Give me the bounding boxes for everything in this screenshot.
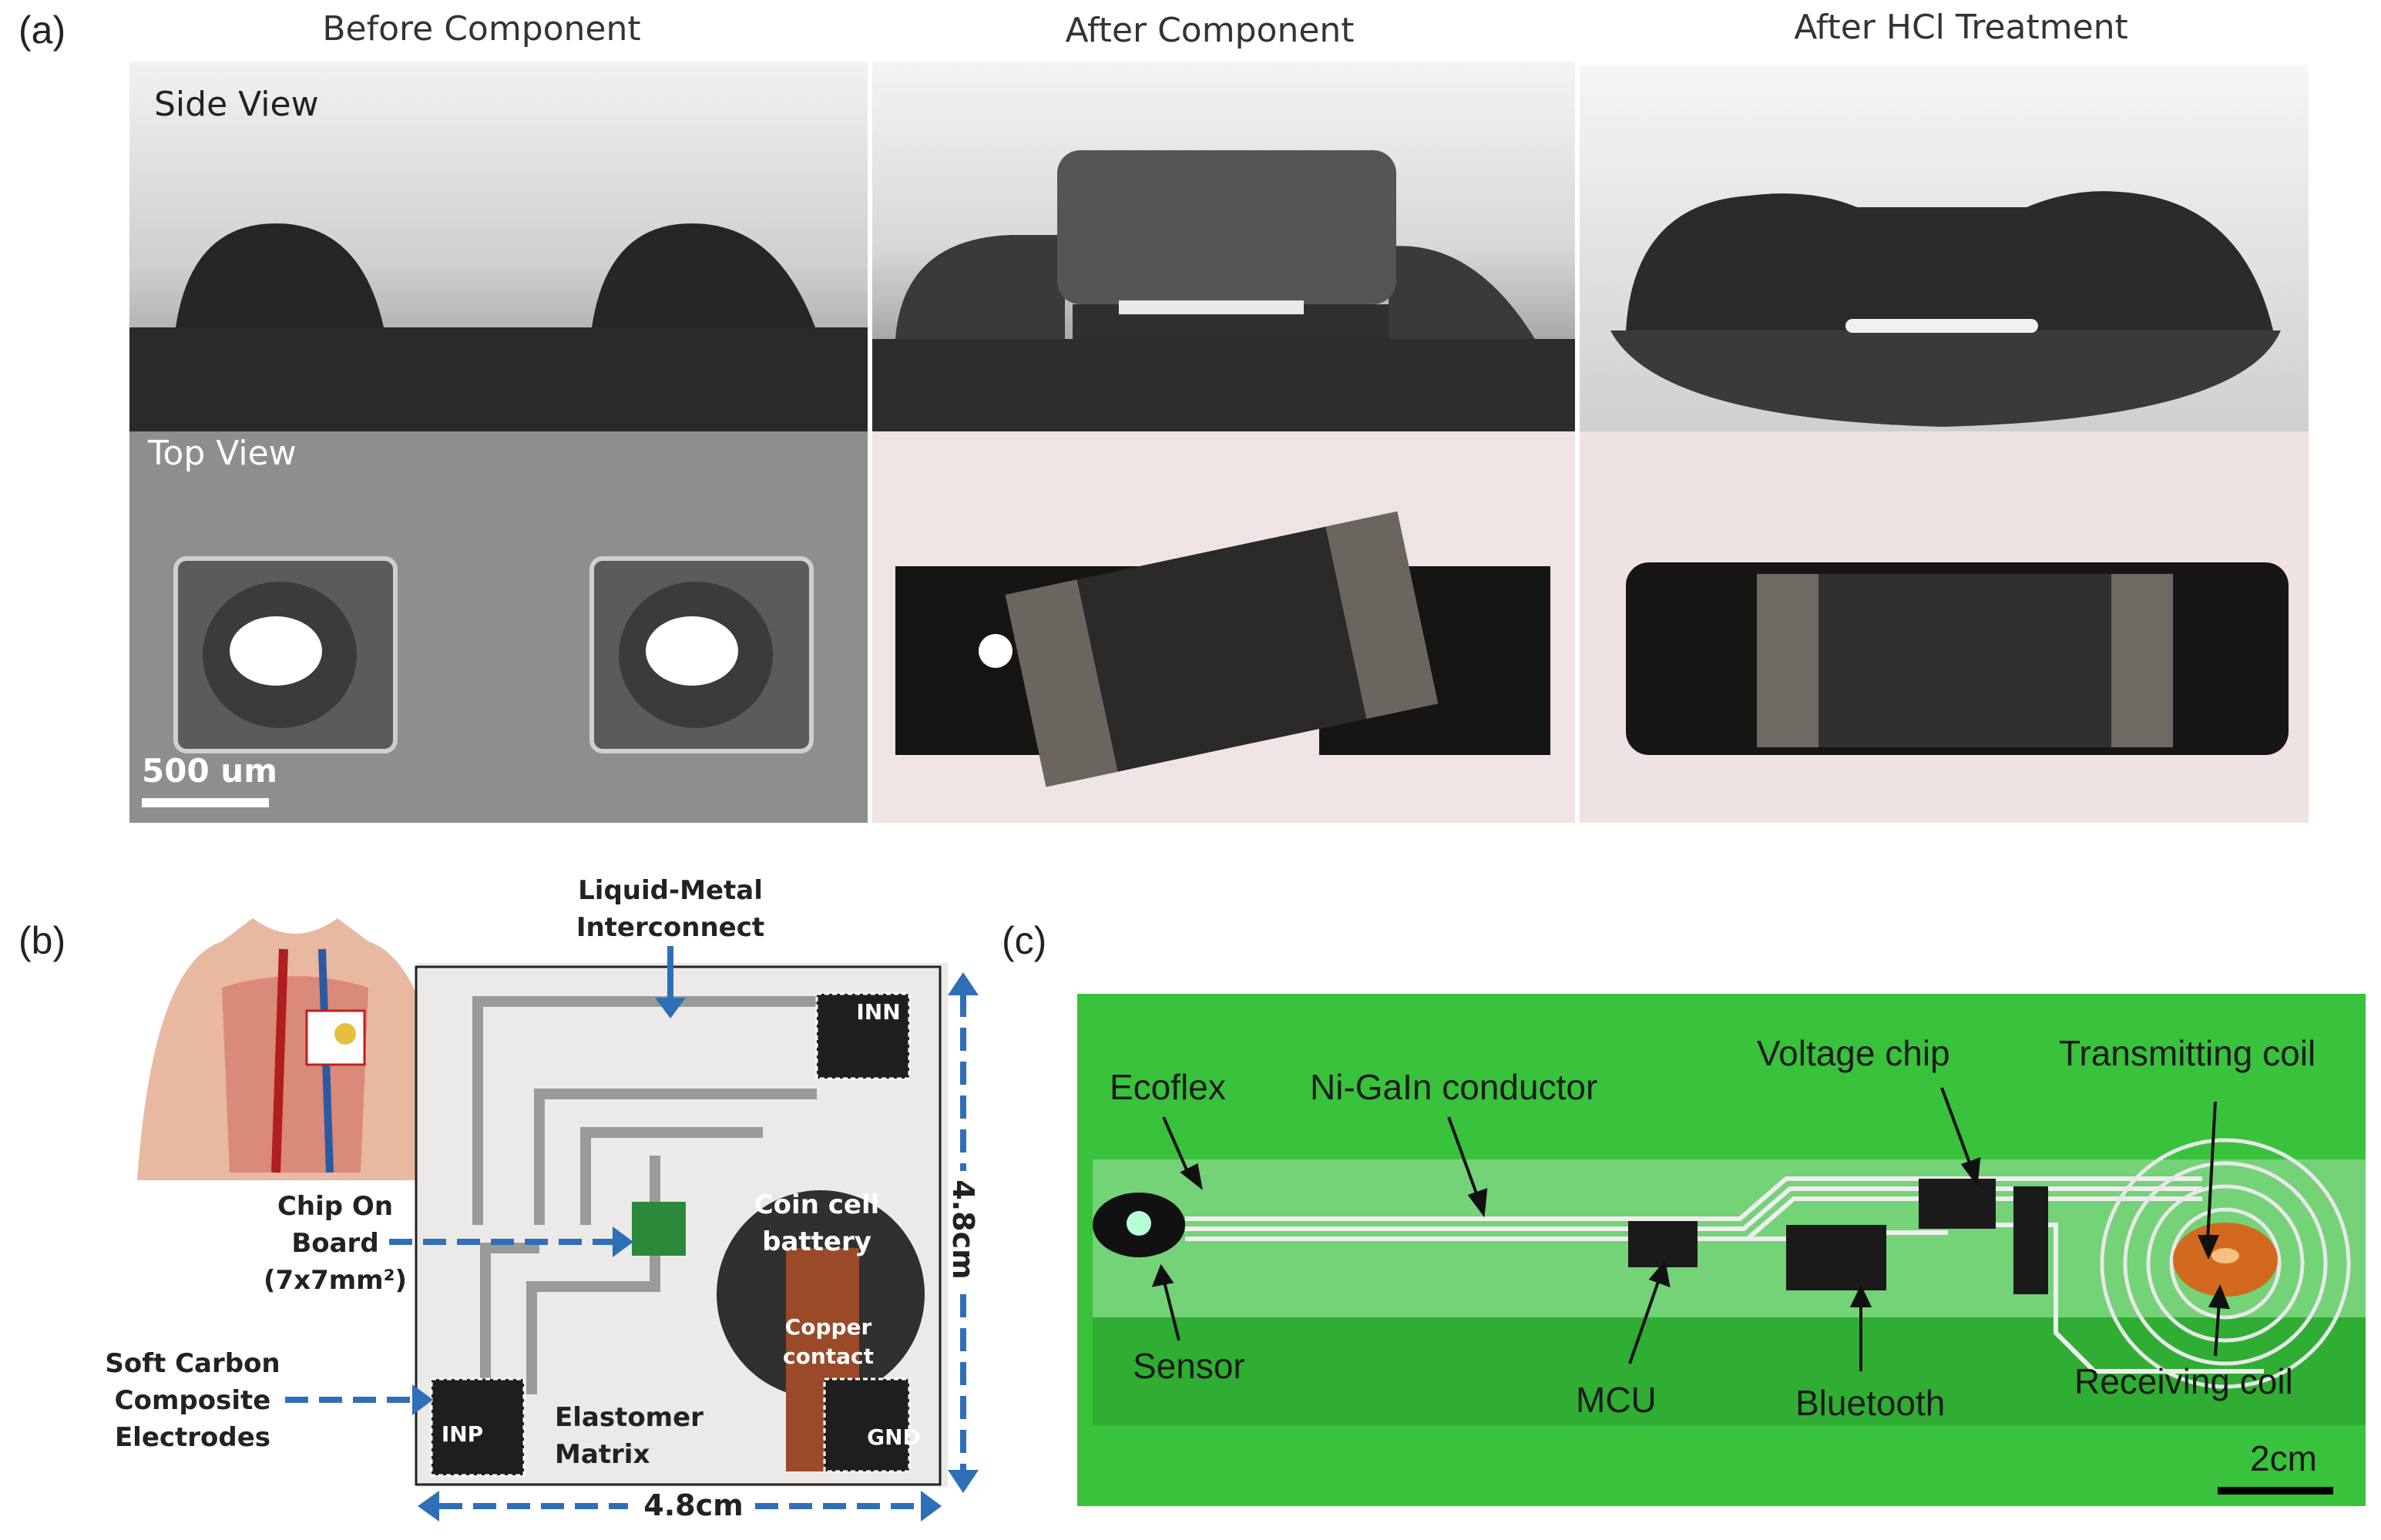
panel-c-label: (c) (1002, 919, 1047, 962)
inp-label: INP (441, 1421, 484, 1447)
top-view-hcl-image (1580, 431, 2309, 823)
top-view-before-image (129, 431, 868, 823)
inn-label: INN (856, 999, 901, 1025)
top-view-label: Top View (148, 434, 297, 473)
column-title-after: After Component (1065, 11, 1355, 50)
chest-anatomy-image (137, 918, 453, 1180)
wearable-device-image (416, 963, 948, 1487)
sensor-label: Sensor (1133, 1346, 1245, 1386)
side-view-hcl-image (1580, 65, 2309, 431)
dimension-vertical-label: 4.8cm (946, 1179, 980, 1280)
conductor-label: Ni-GaIn conductor (1310, 1067, 1598, 1107)
side-view-label: Side View (154, 85, 319, 124)
flexible-circuit-image (1077, 994, 2366, 1506)
top-view-after-image (872, 431, 1575, 823)
side-view-before-image (129, 62, 868, 431)
gnd-label: GND (867, 1424, 921, 1450)
transmitting-coil-label: Transmitting coil (2059, 1033, 2316, 1073)
side-view-after-image (872, 62, 1575, 431)
voltage-chip-label: Voltage chip (1757, 1033, 1950, 1073)
ecoflex-label: Ecoflex (1110, 1067, 1226, 1107)
receiving-coil-label: Receiving coil (2074, 1361, 2293, 1401)
scale-bar-500um-label: 500 um (142, 752, 277, 790)
mcu-label: MCU (1576, 1380, 1657, 1420)
dimension-horizontal-label: 4.8cm (643, 1488, 744, 1522)
column-title-before: Before Component (322, 9, 641, 49)
column-title-after-hcl: After HCl Treatment (1794, 8, 2128, 47)
panel-a-label: (a) (18, 8, 66, 52)
panel-b-label: (b) (18, 919, 66, 962)
bluetooth-label: Bluetooth (1795, 1383, 1946, 1423)
scale-bar-2cm-label: 2cm (2250, 1438, 2317, 1478)
